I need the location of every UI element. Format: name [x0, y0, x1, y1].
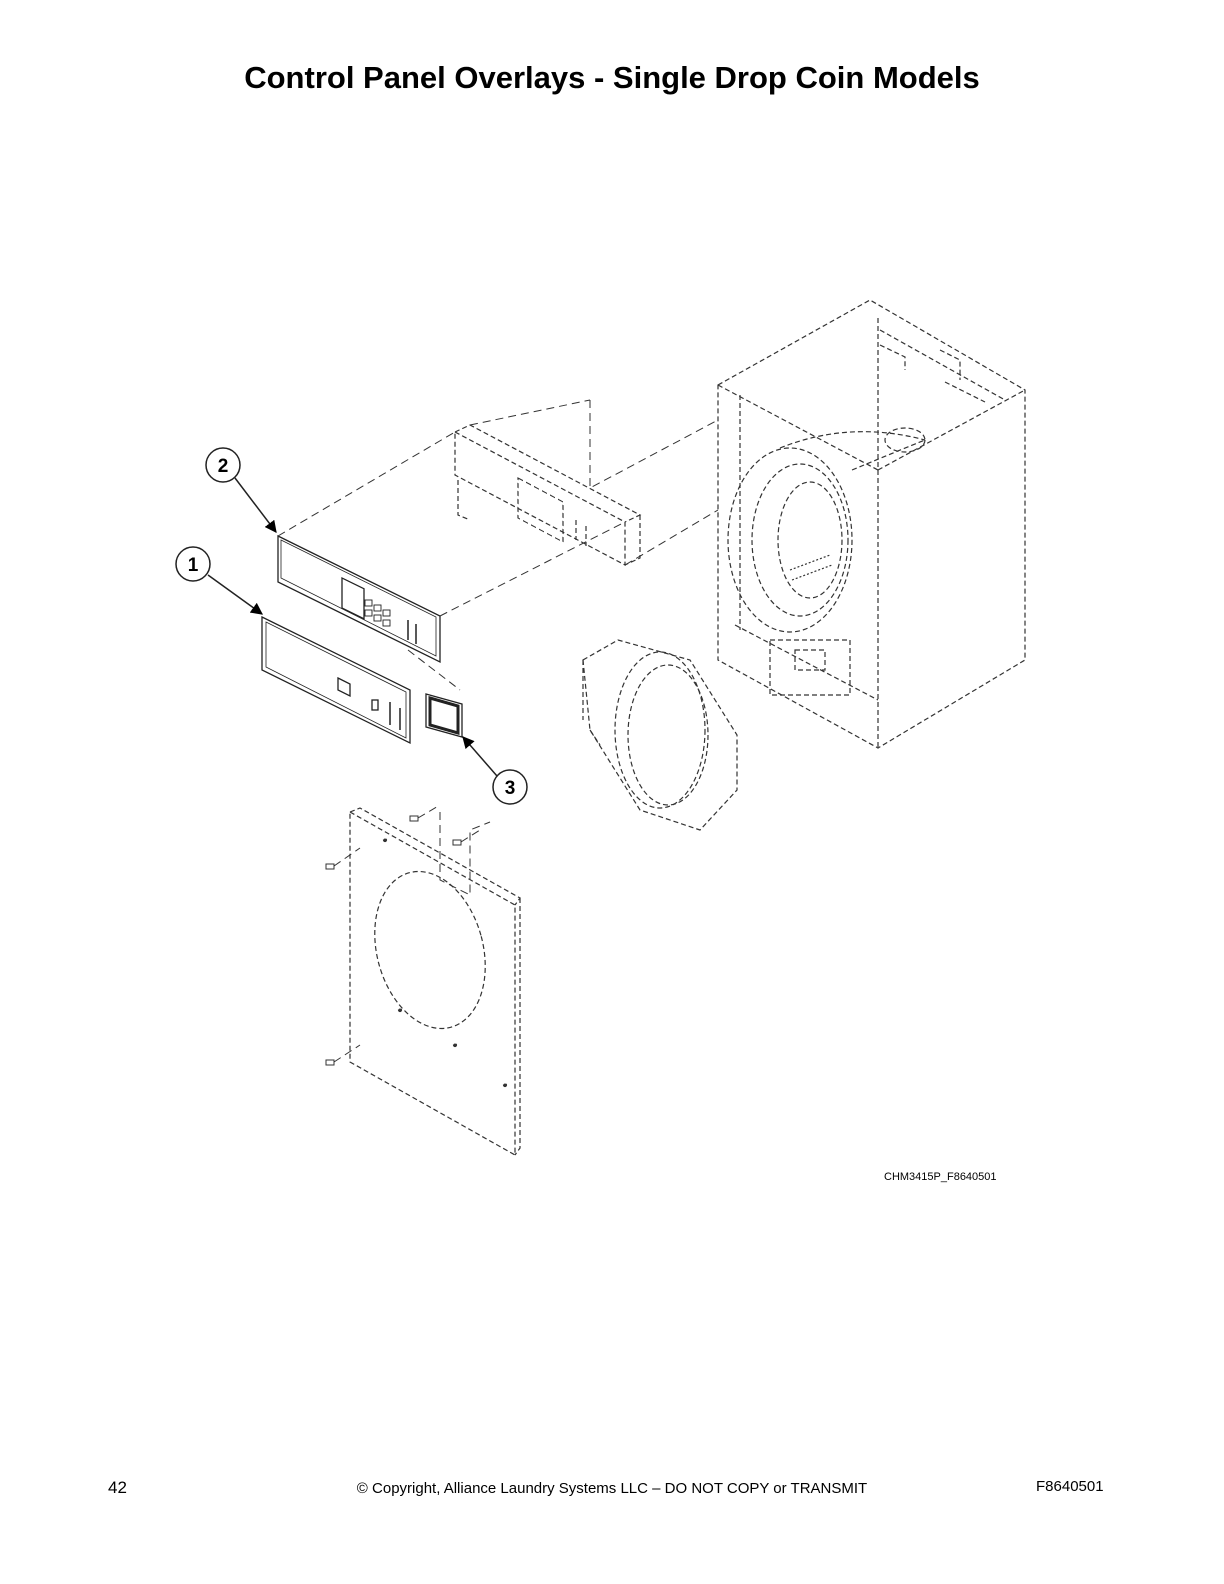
- drum-assembly: [727, 427, 926, 633]
- callout-1: 1: [175, 546, 263, 615]
- assembly-leader-lines: [277, 399, 719, 1063]
- copyright-notice: © Copyright, Alliance Laundry Systems LL…: [356, 1480, 868, 1497]
- callout-3-label: 3: [505, 778, 516, 799]
- overlay-2: [277, 534, 441, 664]
- machine-cabinet: [717, 299, 1026, 749]
- door-ring: [582, 639, 738, 831]
- callout-1-label: 1: [188, 555, 199, 576]
- screws: [325, 815, 462, 1066]
- callout-2: 2: [205, 447, 277, 533]
- page-number: 42: [108, 1478, 127, 1497]
- overlay-3: [425, 693, 463, 738]
- page-title: Control Panel Overlays - Single Drop Coi…: [244, 60, 980, 95]
- front-panel: [349, 807, 521, 1157]
- figure-id: CHM3415P_F8640501: [884, 1171, 997, 1183]
- overlay-1: [261, 615, 411, 745]
- console-housing: [454, 424, 642, 566]
- callout-3: 3: [462, 736, 528, 805]
- document-code: F8640501: [1036, 1478, 1104, 1495]
- callout-2-label: 2: [218, 456, 229, 477]
